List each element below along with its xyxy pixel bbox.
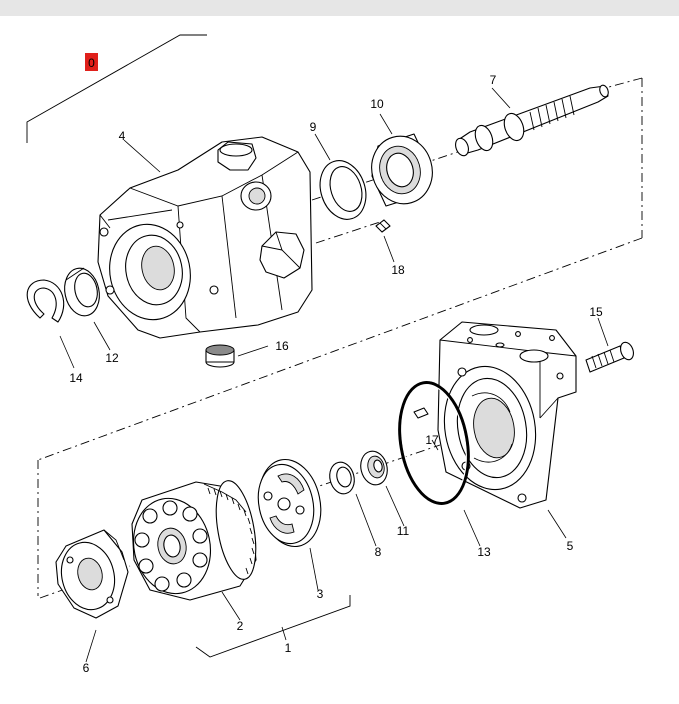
callout-1: 1 <box>285 641 292 655</box>
o-ring-seal <box>398 381 470 505</box>
rear-bearing <box>360 450 388 486</box>
callout-14: 14 <box>69 371 83 385</box>
top-bar <box>0 0 679 16</box>
callout-9: 9 <box>310 120 317 134</box>
dowel-pin-17 <box>413 407 429 419</box>
callout-7: 7 <box>490 73 497 87</box>
rotating-group-bracket <box>195 595 351 658</box>
shaft-seal <box>319 160 367 220</box>
callout-labels: 1 2 3 4 5 6 7 8 9 10 11 12 13 14 15 16 1… <box>69 73 603 675</box>
callout-11: 11 <box>397 524 410 538</box>
callout-6: 6 <box>83 661 90 675</box>
spacer-ring <box>329 461 355 495</box>
housing <box>97 136 313 339</box>
leader-lines <box>59 87 609 663</box>
callout-8: 8 <box>375 545 382 559</box>
callout-3: 3 <box>317 587 324 601</box>
badge-label: 0 <box>88 56 95 70</box>
port-plate-housing <box>437 321 577 509</box>
callout-5: 5 <box>567 539 574 553</box>
cap-screw <box>585 341 634 373</box>
cylinder-block <box>131 480 257 601</box>
drain-plug <box>205 344 235 368</box>
callout-17: 17 <box>425 433 439 447</box>
callout-12: 12 <box>105 351 119 365</box>
swash-plate <box>55 529 129 619</box>
front-bearing <box>371 133 433 207</box>
callout-18: 18 <box>391 263 405 277</box>
callout-16: 16 <box>275 339 289 353</box>
retaining-circlip <box>26 279 65 323</box>
callout-15: 15 <box>589 305 603 319</box>
callout-2: 2 <box>237 619 244 633</box>
callout-4: 4 <box>119 129 126 143</box>
dowel-pin-18 <box>375 219 391 233</box>
valve-plate <box>257 458 322 548</box>
drive-shaft <box>455 84 609 157</box>
callout-10: 10 <box>370 97 384 111</box>
shaft-seal-12 <box>64 267 100 317</box>
item-zero-badge: 0 <box>85 53 98 71</box>
callout-13: 13 <box>477 545 491 559</box>
